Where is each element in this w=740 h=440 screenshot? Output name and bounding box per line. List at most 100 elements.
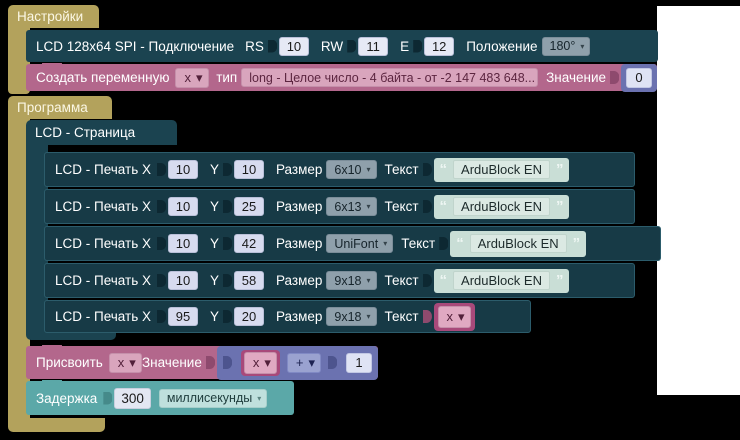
assign-value-label: Значение (141, 355, 202, 370)
x-socket-nub (157, 161, 166, 178)
assign-variable-dropdown[interactable]: x ▾ (108, 352, 142, 373)
text-socket-nub (423, 198, 432, 215)
chevron-down-icon: ▾ (195, 69, 203, 85)
rw-label: RW (320, 38, 344, 54)
delay-block[interactable]: Задержка 300 миллисекунды ▾ (26, 380, 294, 415)
program-group-tab[interactable]: Программа (8, 96, 112, 119)
x-value[interactable]: 95 (167, 307, 198, 326)
operand-right-value[interactable]: 1 (346, 352, 372, 373)
delay-value[interactable]: 300 (114, 387, 151, 409)
lcd-print-label: LCD - Печать X (55, 273, 151, 288)
lcd-print-label: LCD - Печать X (55, 309, 151, 324)
y-socket-nub (223, 308, 232, 325)
assign-block[interactable]: Присвоить x ▾ Значение x ▾ + ▾ 1 (26, 345, 378, 380)
lcd-print-row[interactable]: LCD - Печать X 10 Y 10 Размер 6x10 ▾ Тек… (44, 152, 635, 187)
chevron-down-icon: ▾ (264, 354, 271, 370)
lcd-page-tab[interactable]: LCD - Страница (26, 120, 177, 145)
quote-close-icon: ” (572, 235, 581, 252)
variable-value[interactable]: 0 (626, 67, 653, 88)
lcd-print-row[interactable]: LCD - Печать X 10 Y 58 Размер 9x18 ▾ Тек… (44, 263, 635, 298)
assign-value-socket-nub (206, 354, 215, 371)
x-value[interactable]: 10 (167, 197, 198, 216)
text-label: Текст (384, 273, 419, 288)
lcd-page-label: LCD - Страница (35, 125, 136, 140)
lcd-page-foot (26, 329, 116, 340)
lcd-connect-block[interactable]: LCD 128x64 SPI - Подключение RS 10 RW 11… (26, 30, 658, 62)
size-value: 9x18 (334, 273, 362, 288)
delay-unit-value: миллисекунды (166, 391, 253, 405)
operand-left-dropdown[interactable]: x ▾ (243, 351, 277, 374)
lcd-print-row[interactable]: LCD - Печать X 10 Y 42 Размер UniFont ▾ … (44, 226, 661, 261)
delay-unit-dropdown[interactable]: миллисекунды ▾ (158, 388, 268, 408)
rs-value[interactable]: 10 (278, 36, 309, 56)
lcd-print-label: LCD - Печать X (55, 162, 151, 177)
lcd-print-row[interactable]: LCD - Печать X 95 Y 20 Размер 9x18 ▾ Тек… (44, 300, 531, 333)
size-value: 6x13 (334, 199, 362, 214)
lcd-print-row[interactable]: LCD - Печать X 10 Y 25 Размер 6x13 ▾ Тек… (44, 189, 635, 224)
text-label: Текст (401, 236, 436, 251)
y-value[interactable]: 42 (234, 234, 264, 253)
program-group-foot (8, 418, 105, 432)
size-dropdown[interactable]: 9x18 ▾ (326, 307, 377, 326)
settings-group-tab[interactable]: Настройки (8, 5, 99, 28)
text-socket-nub (423, 272, 432, 289)
quote-open-icon: “ (439, 198, 448, 215)
text-socket-nub (423, 161, 432, 178)
y-label: Y (209, 236, 219, 251)
chevron-down-icon: ▾ (257, 393, 262, 403)
white-panel (657, 6, 740, 395)
math-add-block[interactable]: x ▾ + ▾ 1 (216, 345, 378, 380)
text-value[interactable]: ArduBlock EN (469, 234, 567, 253)
chevron-down-icon: ▾ (580, 41, 585, 51)
chevron-down-icon: ▾ (308, 354, 315, 370)
size-label: Размер (276, 199, 323, 214)
text-variable-block[interactable]: x ▾ (433, 302, 475, 331)
y-value[interactable]: 58 (234, 271, 264, 290)
text-value[interactable]: ArduBlock EN (453, 160, 550, 179)
text-value[interactable]: ArduBlock EN (453, 271, 550, 290)
y-value[interactable]: 10 (234, 160, 264, 179)
rw-value[interactable]: 11 (358, 36, 389, 56)
chevron-down-icon: ▾ (366, 165, 371, 174)
y-value[interactable]: 20 (234, 307, 264, 326)
x-value[interactable]: 10 (167, 160, 198, 179)
create-variable-name-dropdown[interactable]: x ▾ (175, 67, 209, 88)
y-value[interactable]: 25 (234, 197, 264, 216)
quote-open-icon: “ (439, 272, 448, 289)
x-value[interactable]: 10 (167, 234, 198, 253)
rw-socket-nub (347, 38, 356, 55)
size-dropdown[interactable]: 6x13 ▾ (326, 197, 377, 216)
text-string-block[interactable]: “ ArduBlock EN ” (433, 268, 570, 293)
y-label: Y (209, 162, 219, 177)
x-value[interactable]: 10 (167, 271, 198, 290)
program-group-spine (8, 117, 30, 422)
quote-open-icon: “ (439, 161, 448, 178)
position-label: Положение (466, 38, 538, 54)
size-dropdown[interactable]: UniFont ▾ (326, 234, 394, 253)
text-value[interactable]: ArduBlock EN (453, 197, 550, 216)
program-group-label: Программа (17, 100, 88, 115)
size-dropdown[interactable]: 6x10 ▾ (326, 160, 377, 179)
lcd-page-spine (26, 143, 48, 333)
y-label: Y (209, 309, 219, 324)
size-dropdown[interactable]: 9x18 ▾ (326, 271, 377, 290)
position-dropdown[interactable]: 180° ▾ (541, 36, 591, 56)
operator-dropdown[interactable]: + ▾ (286, 352, 321, 373)
text-string-block[interactable]: “ ArduBlock EN ” (433, 157, 570, 182)
text-string-block[interactable]: “ ArduBlock EN ” (433, 194, 570, 219)
variable-type-dropdown[interactable]: long - Целое число - 4 байта - от -2 147… (241, 68, 539, 87)
chevron-down-icon: ▾ (458, 308, 465, 324)
y-label: Y (209, 273, 219, 288)
operand-left-socket-nub (223, 354, 232, 371)
lcd-connect-title: LCD 128x64 SPI - Подключение (36, 38, 235, 54)
y-socket-nub (223, 235, 232, 252)
text-string-block[interactable]: “ ArduBlock EN ” (450, 230, 587, 257)
create-variable-block[interactable]: Создать переменную x ▾ тип long - Целое … (26, 63, 658, 92)
size-label: Размер (276, 273, 323, 288)
position-dropdown-value: 180° (549, 39, 576, 53)
variable-value-number-block[interactable]: 0 (621, 63, 658, 92)
text-variable-dropdown[interactable]: x ▾ (437, 305, 471, 328)
operand-left-variable-block[interactable]: x ▾ (240, 349, 280, 376)
e-value[interactable]: 12 (424, 36, 455, 56)
